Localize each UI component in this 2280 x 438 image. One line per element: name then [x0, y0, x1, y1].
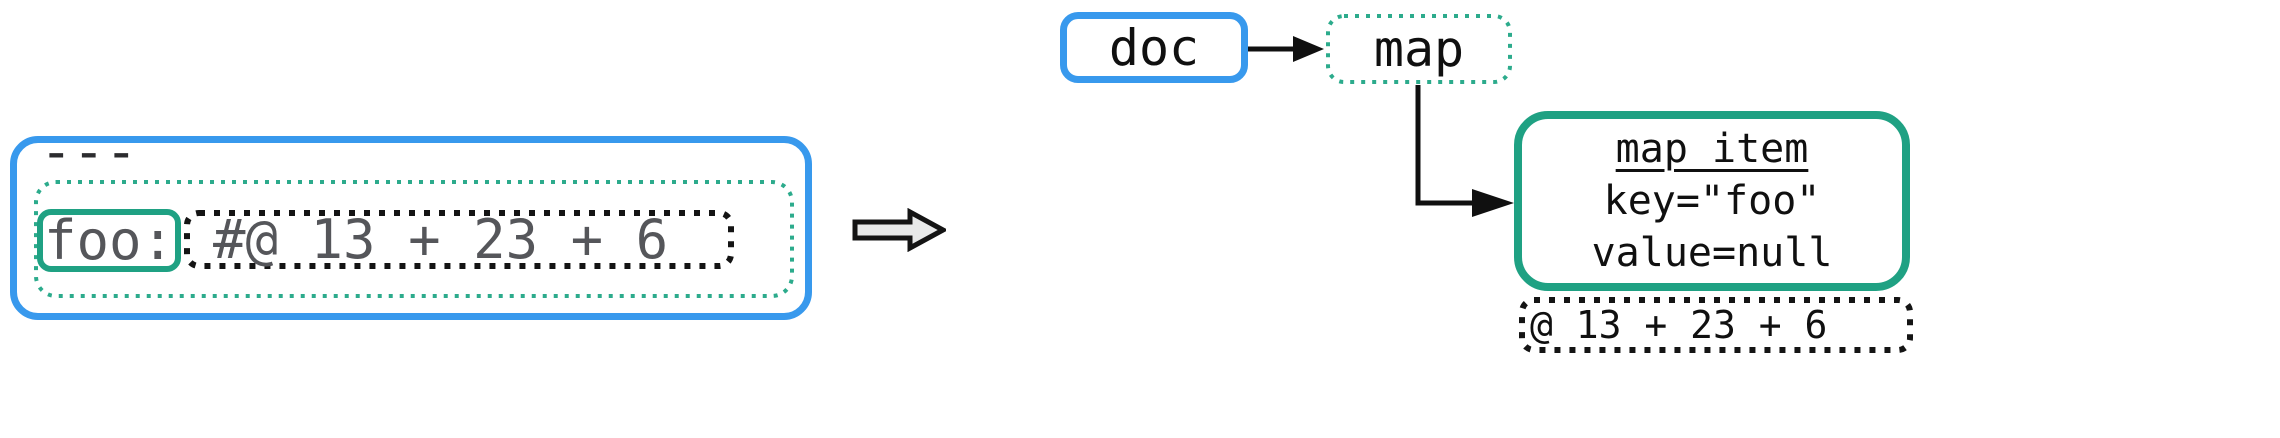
map-node-label: map [1373, 20, 1465, 78]
yaml-key-label: foo: [43, 208, 175, 272]
yaml-comment-label: #@ 13 + 23 + 6 [213, 207, 669, 271]
doc-node-label: doc [1108, 18, 1200, 77]
yaml-key-box: foo: [37, 209, 181, 272]
doc-node: doc [1060, 12, 1248, 83]
map-node-dotted-border [1326, 14, 1512, 84]
map-item-node: map item key="foo" value=null [1514, 111, 1910, 291]
arrow-right-icon [1248, 36, 1324, 62]
yaml-map-outline [33, 179, 795, 299]
annotation-label: @ 13 + 23 + 6 [1530, 303, 1828, 347]
block-arrow-right-icon [852, 208, 946, 252]
document-start-marker: --- [40, 120, 138, 183]
yaml-comment-box: #@ 13 + 23 + 6 [183, 209, 735, 270]
black-dotted-border [184, 210, 734, 269]
map-item-title: map item [1615, 126, 1809, 172]
map-node: map [1325, 13, 1513, 85]
elbow-arrow-icon [1415, 85, 1514, 217]
map-item-key: key="foo" [1603, 178, 1821, 224]
yaml-source-block: --- foo: #@ 13 + 23 + 6 [10, 125, 812, 320]
map-item-value: value=null [1591, 230, 1833, 276]
annotation-box: @ 13 + 23 + 6 [1518, 296, 1914, 354]
annotation-dotted-border [1519, 297, 1913, 353]
green-dotted-border [34, 180, 794, 298]
